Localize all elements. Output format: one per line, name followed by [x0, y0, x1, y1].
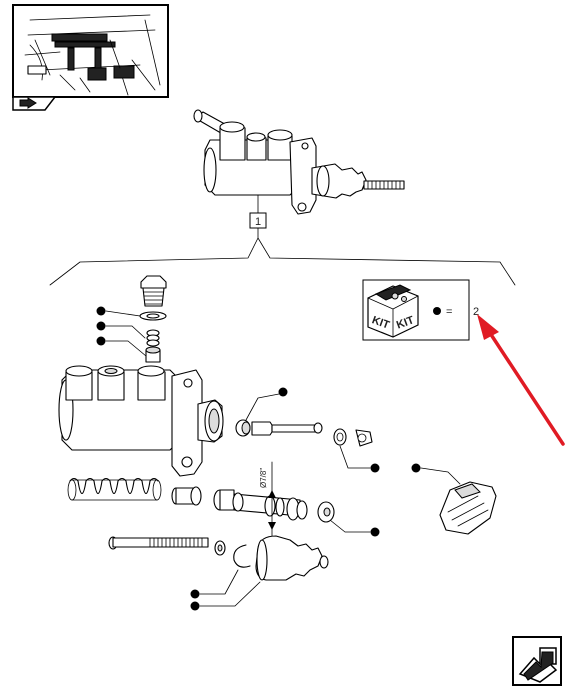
next-page-arrow-icon[interactable]: [512, 636, 562, 686]
bore-dimension: Ø7/8": [259, 461, 276, 541]
callout-markers-left: [96, 306, 147, 357]
explode-bracket: [49, 227, 516, 286]
cylinder-body: [58, 365, 224, 477]
svg-text:KIT: KIT: [370, 314, 391, 331]
callout-markers-right: [245, 387, 461, 537]
callout-markers-bottom: [190, 569, 261, 611]
assembly-label-box: 1: [249, 194, 267, 229]
dust-boot: [439, 481, 497, 535]
piston: [171, 486, 335, 523]
kit-box-icon: KIT KIT: [367, 284, 419, 338]
push-rod: [108, 536, 226, 556]
filler-plug: [140, 275, 167, 307]
svg-text:KIT: KIT: [395, 314, 416, 331]
location-thumbnail[interactable]: [12, 4, 169, 111]
circlip-right: [333, 428, 373, 447]
seal-cap: [235, 419, 251, 437]
tractor-pedals-thumbnail-icon: [24, 14, 161, 96]
valve-insert: [145, 346, 161, 363]
navigation-arrow-icon[interactable]: [12, 96, 57, 111]
circlip-bottom: [233, 544, 251, 568]
dimension-label: Ø7/8": [259, 468, 268, 488]
return-spring: [67, 477, 162, 501]
piston-rod-bolt: [251, 421, 323, 436]
kit-equals: =: [446, 306, 452, 318]
kit-quantity: 2: [473, 306, 479, 318]
highlight-arrow: [477, 314, 565, 446]
small-spring: [146, 329, 160, 347]
kit-dot-marker: [433, 307, 441, 315]
rubber-boot: [255, 535, 329, 581]
kit-info-box: KIT KIT = 2: [362, 279, 479, 341]
master-cylinder-assembly: [193, 109, 405, 215]
assembly-label: 1: [255, 216, 261, 228]
